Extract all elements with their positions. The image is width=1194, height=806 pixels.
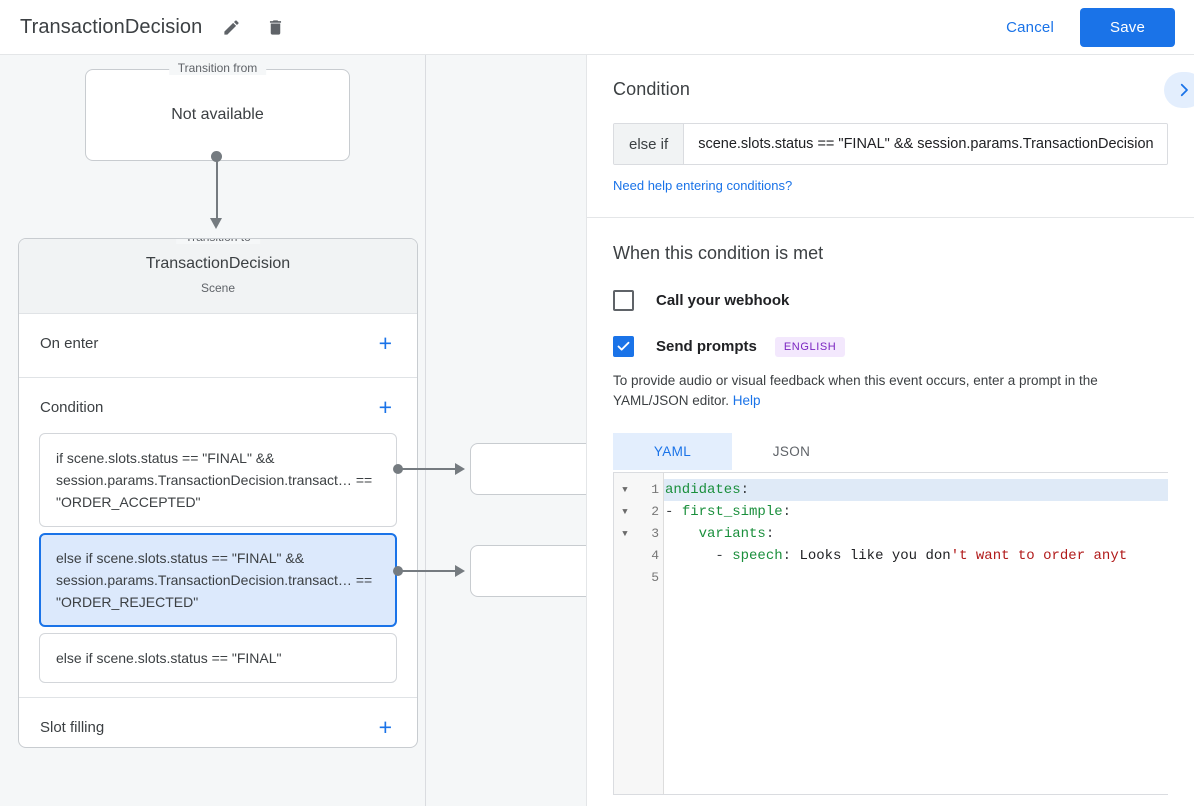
send-prompts-label: Send prompts [656, 338, 757, 355]
section-condition: Condition + if scene.slots.status == "FI… [19, 378, 417, 698]
transition-to-legend: Transition to [176, 239, 260, 244]
editor-line-number: 3 [651, 526, 659, 541]
add-slot-filling-icon[interactable]: + [378, 714, 392, 740]
editor-code-line[interactable] [664, 567, 1168, 589]
code-token: Looks like you don [799, 548, 951, 564]
editor-code-area[interactable]: andidates:- first_simple: variants: - sp… [664, 473, 1168, 794]
editor-fold-column: ▼ ▼ ▼ [614, 473, 636, 794]
send-prompts-row: Send prompts ENGLISH [613, 336, 1168, 357]
connector-arrow [455, 565, 465, 577]
section-on-enter: On enter + [19, 314, 417, 378]
cancel-button[interactable]: Cancel [992, 10, 1068, 45]
canvas-vertical-rule [425, 55, 426, 806]
code-token: - [665, 504, 682, 520]
transition-from-legend: Transition from [168, 61, 267, 75]
prompts-description: To provide audio or visual feedback when… [613, 371, 1168, 411]
code-token: - [665, 548, 733, 564]
fold-toggle-icon[interactable]: ▼ [622, 529, 628, 539]
prompts-description-text: To provide audio or visual feedback when… [613, 373, 1098, 408]
call-webhook-label: Call your webhook [656, 292, 790, 309]
code-token: variants [698, 526, 766, 542]
fold-spacer [614, 567, 636, 589]
transition-to-box: Transition to TransactionDecision Scene … [18, 238, 418, 748]
section-slot-filling: Slot filling + Slot validation [19, 698, 417, 747]
editor-code-line[interactable]: - first_simple: [664, 501, 1168, 523]
condition-chip[interactable]: if scene.slots.status == "FINAL" && sess… [39, 433, 397, 527]
fold-spacer [614, 545, 636, 567]
editor-code-line[interactable]: - speech: Looks like you don't want to o… [664, 545, 1168, 567]
code-token: andidates [665, 482, 741, 498]
editor-line-numbers: 1 2 3 4 5 [636, 473, 664, 794]
top-bar: TransactionDecision Cancel Save [0, 0, 1194, 55]
editor-line-number: 4 [651, 548, 659, 563]
save-button[interactable]: Save [1080, 7, 1175, 47]
condition-prefix-label: else if [614, 124, 685, 164]
scene-name: TransactionDecision [145, 255, 291, 272]
code-token: 't want to order anyt [950, 548, 1128, 564]
canvas-inner: Transition from Not available Transition… [0, 55, 586, 806]
language-badge: ENGLISH [774, 336, 846, 357]
fold-toggle-icon[interactable]: ▼ [622, 507, 628, 517]
tab-json[interactable]: JSON [772, 444, 811, 459]
transition-target-box[interactable] [470, 443, 586, 495]
condition-heading: Condition [613, 79, 690, 99]
condition-chip-selected[interactable]: else if scene.slots.status == "FINAL" &&… [39, 533, 397, 627]
code-token: first_simple [681, 504, 783, 520]
transition-from-box: Transition from Not available [85, 61, 350, 161]
code-token: speech [732, 548, 783, 564]
transition-from-value: Not available [171, 106, 264, 123]
condition-expression-row: else if [613, 123, 1168, 165]
code-token: : [765, 526, 775, 542]
transition-arrow-head [210, 218, 222, 229]
condition-chip[interactable]: else if scene.slots.status == "FINAL" [39, 633, 397, 683]
conditions-help-link[interactable]: Need help entering conditions? [613, 178, 793, 193]
code-token: : [782, 504, 792, 520]
condition-detail-panel: Condition else if Need help entering con… [586, 55, 1194, 806]
send-prompts-checkbox[interactable] [613, 336, 634, 357]
editor-code-line[interactable]: andidates: [664, 479, 1168, 501]
pencil-icon[interactable] [216, 12, 246, 42]
call-webhook-checkbox[interactable] [613, 290, 634, 311]
prompts-help-link[interactable]: Help [732, 393, 761, 408]
chevron-right-icon[interactable] [1164, 72, 1194, 108]
editor-line-number: 2 [651, 504, 659, 519]
editor-code-line[interactable]: variants: [664, 523, 1168, 545]
when-condition-met-heading: When this condition is met [613, 243, 824, 263]
scene-header: TransactionDecision Scene [19, 239, 417, 314]
condition-section: Condition else if Need help entering con… [587, 55, 1194, 218]
transition-arrow-line [216, 155, 218, 225]
editor-line-number: 5 [651, 570, 659, 585]
transition-target-box[interactable] [470, 545, 586, 597]
section-slot-filling-title: Slot filling [40, 719, 105, 736]
condition-expression-input[interactable] [684, 124, 1167, 164]
scene-type: Scene [200, 281, 236, 295]
fold-toggle-icon[interactable]: ▼ [622, 485, 628, 495]
tab-yaml[interactable]: YAML [613, 433, 732, 470]
call-webhook-row: Call your webhook [613, 290, 1168, 311]
connector-line [398, 468, 458, 470]
trash-icon[interactable] [260, 12, 290, 42]
editor-format-tabs: YAML JSON [613, 433, 1168, 470]
scene-graph-canvas[interactable]: Transition from Not available Transition… [0, 55, 586, 806]
section-on-enter-head: On enter + [19, 314, 417, 363]
editor-line-number: 1 [651, 482, 659, 497]
when-condition-met-section: When this condition is met Call your web… [587, 218, 1194, 795]
section-slot-filling-head: Slot filling + [19, 698, 417, 747]
add-condition-icon[interactable]: + [378, 394, 392, 420]
code-token: : [740, 482, 750, 498]
section-condition-head: Condition + [19, 378, 417, 427]
connector-line [398, 570, 458, 572]
connector-arrow [455, 463, 465, 475]
section-on-enter-title: On enter [40, 335, 99, 352]
section-condition-title: Condition [40, 399, 104, 416]
code-token: : [782, 548, 800, 564]
code-token [665, 526, 699, 542]
page-title: TransactionDecision [20, 15, 203, 38]
add-on-enter-icon[interactable]: + [378, 330, 392, 356]
